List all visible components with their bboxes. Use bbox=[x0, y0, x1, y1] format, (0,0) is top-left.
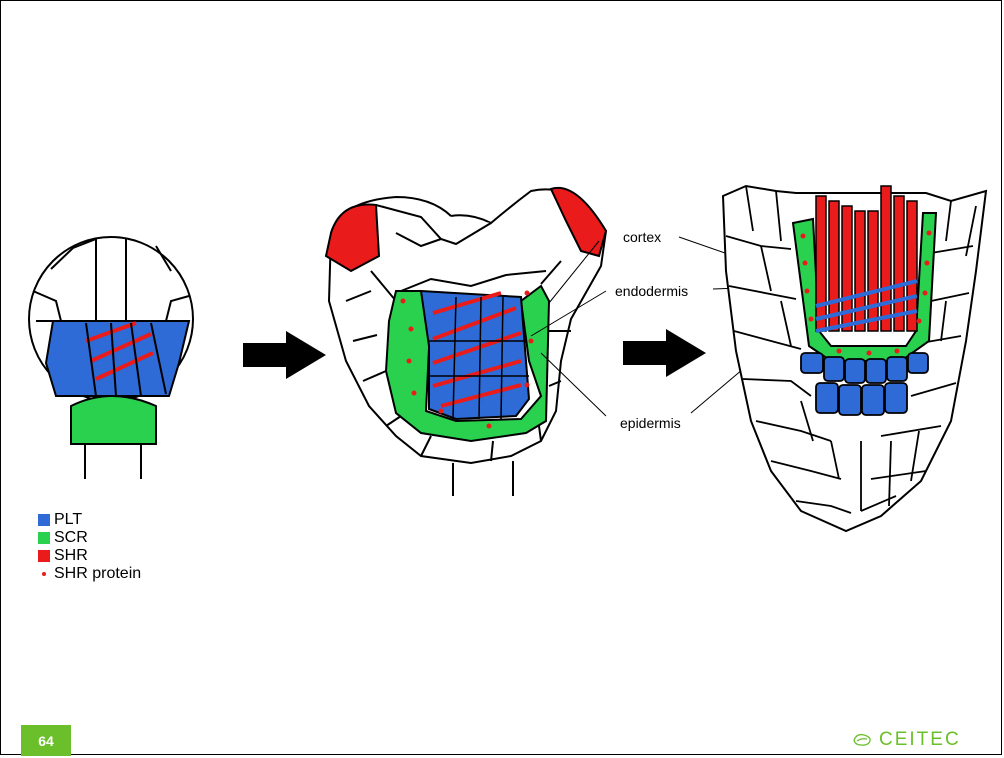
shr-swatch bbox=[38, 550, 50, 562]
cortex-label: cortex bbox=[621, 229, 663, 245]
legend-item-shr-protein: SHR protein bbox=[38, 565, 141, 583]
legend-item-scr: SCR bbox=[38, 529, 141, 547]
legend-label-shr-protein: SHR protein bbox=[54, 565, 141, 583]
leaf-outline-icon bbox=[851, 732, 873, 748]
scr-hypophysis bbox=[71, 396, 156, 444]
progression-arrow-1 bbox=[243, 331, 326, 379]
legend-label-scr: SCR bbox=[54, 529, 88, 547]
endodermis-label: endodermis bbox=[613, 283, 690, 299]
legend: PLT SCR SHR SHR protein bbox=[38, 511, 141, 583]
embryo-stage-2 bbox=[326, 188, 606, 496]
scr-swatch bbox=[38, 532, 50, 544]
legend-label-shr: SHR bbox=[54, 547, 88, 565]
shr-protein-dot-icon bbox=[42, 572, 46, 576]
shr-cotyledon-left bbox=[326, 205, 379, 271]
epidermis-label: epidermis bbox=[618, 415, 683, 431]
legend-label-plt: PLT bbox=[54, 511, 82, 529]
page-number-badge: 64 bbox=[21, 725, 71, 756]
progression-arrow-2 bbox=[623, 329, 706, 377]
embryo-stage-1 bbox=[29, 237, 193, 479]
brand-name: CEITEC bbox=[879, 729, 961, 751]
plt-swatch bbox=[38, 514, 50, 526]
legend-item-shr: SHR bbox=[38, 547, 141, 565]
legend-item-plt: PLT bbox=[38, 511, 141, 529]
ceitec-logo: CEITEC bbox=[851, 727, 961, 753]
root-tip-stage-3 bbox=[723, 186, 986, 531]
plt-domain-stage1 bbox=[46, 321, 189, 396]
